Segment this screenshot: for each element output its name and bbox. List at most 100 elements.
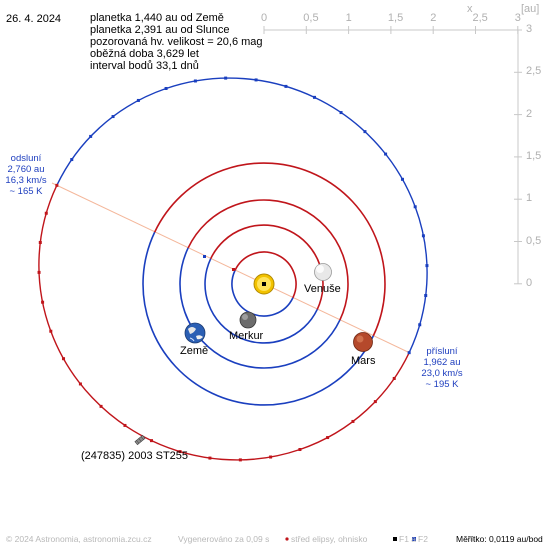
asteroid-orbit-points	[37, 76, 429, 462]
ellipse-center-marker	[232, 268, 235, 271]
mercury-icon	[239, 311, 257, 329]
legend-f1-square	[393, 537, 397, 541]
venus-label: Venuše	[304, 283, 341, 295]
x-tick-label: 2	[430, 12, 437, 24]
orbit-point-marker	[339, 111, 343, 115]
venus-icon	[314, 263, 332, 281]
orbit-point-marker	[326, 436, 330, 440]
footer-scale: Měřítko: 0,0119 au/bod	[456, 534, 543, 544]
x-tick-label: 0	[261, 12, 268, 24]
y-tick-label: 2,5	[526, 65, 542, 78]
asteroid-orbit	[38, 77, 428, 461]
info-line-magnitude: pozorovaná hv. velikost = 20,6 mag	[90, 36, 263, 48]
orbit-point-marker	[70, 158, 74, 162]
mars-icon	[353, 332, 373, 352]
earth-orbit-blue-half	[179, 247, 341, 369]
footer-copyright: © 2024 Astronomia, astronomia.zcu.cz	[6, 534, 152, 544]
apsis-line	[51, 182, 411, 354]
mars-orbit-red-half	[153, 162, 386, 337]
y-tick-label: 0,5	[526, 234, 542, 247]
focus-f2-marker	[203, 255, 206, 258]
orbit-point-marker	[99, 404, 103, 408]
y-tick-label: 3	[526, 23, 533, 35]
perihelion-speed: 23,0 km/s	[421, 368, 463, 379]
aphelion-speed: 16,3 km/s	[5, 175, 47, 186]
aphelion-title: odsluní	[10, 153, 42, 164]
info-line-earth-distance: planetka 1,440 au od Země	[90, 12, 224, 24]
earth-label: Země	[180, 345, 209, 357]
asteroid-info: planetka 1,440 au od Země planetka 2,391…	[90, 12, 263, 72]
orbit-point-marker	[111, 115, 115, 119]
x-axis-label: x	[467, 3, 473, 15]
y-tick-label: 0	[526, 276, 533, 289]
orbit-point-marker	[224, 76, 228, 80]
orbit-point-marker	[164, 86, 168, 90]
perihelion-distance: 1,962 au	[423, 357, 461, 368]
mars-orbit-blue-half	[142, 231, 375, 406]
orbit-point-marker	[392, 376, 396, 380]
earth-icon	[184, 322, 206, 344]
perihelion-label: přísluní 1,962 au 23,0 km/s ~ 195 K	[419, 346, 465, 390]
footer-f2: F2	[418, 534, 428, 544]
orbit-point-marker	[298, 448, 302, 452]
orbit-point-marker	[269, 455, 273, 459]
orbit-point-marker	[178, 450, 182, 454]
orbit-point-marker	[55, 183, 59, 187]
orbit-point-marker	[149, 439, 153, 443]
scale-axes	[263, 26, 522, 285]
orbit-point-marker	[123, 423, 127, 427]
orbit-point-marker	[193, 79, 197, 83]
orbit-point-marker	[424, 294, 428, 298]
orbit-point-marker	[49, 329, 53, 333]
asteroid-label: (247835) 2003 ST255	[81, 450, 189, 462]
orbit-point-marker	[421, 234, 425, 238]
x-tick-label: 2,5	[472, 12, 488, 24]
x-tick-label: 0,5	[303, 12, 319, 24]
orbit-point-marker	[238, 458, 242, 462]
orbit-point-marker	[37, 270, 41, 274]
mars-label: Mars	[351, 355, 376, 367]
legend-center-dot	[285, 537, 289, 541]
orbit-point-marker	[351, 419, 355, 423]
orbit-point-marker	[425, 264, 429, 268]
y-scale-ticks	[514, 29, 522, 285]
orbit-point-marker	[373, 400, 377, 404]
aphelion-distance: 2,760 au	[7, 164, 45, 175]
date-label: 26. 4. 2024	[6, 13, 62, 25]
orbit-point-marker	[78, 382, 82, 386]
x-tick-label: 1,5	[387, 12, 404, 24]
footer-center-legend: střed elipsy, ohnisko	[291, 534, 368, 544]
footer-generated: Vygenerováno za 0,09 s	[178, 534, 270, 544]
x-tick-label: 3	[514, 12, 521, 24]
mercury-label: Merkur	[229, 330, 264, 342]
legend-f2-square	[412, 537, 416, 541]
perihelion-temp: ~ 195 K	[425, 379, 459, 390]
orbit-point-marker	[418, 323, 422, 327]
perihelion-title: přísluní	[426, 346, 458, 357]
y-tick-label: 2	[526, 107, 533, 120]
mercury-orbit-red-half	[234, 251, 297, 299]
orbit-point-marker	[136, 98, 140, 102]
orbit-point-marker	[407, 351, 411, 355]
orbit-point-marker	[254, 78, 258, 82]
orbit-point-marker	[384, 152, 388, 156]
orbit-point-marker	[89, 134, 93, 138]
y-tick-label: 1,5	[526, 149, 542, 162]
orbit-point-marker	[38, 240, 42, 244]
asteroid-icon	[134, 434, 146, 446]
orbit-point-marker	[313, 95, 317, 99]
sun-icon	[253, 273, 275, 295]
orbit-point-marker	[363, 130, 367, 134]
venus-orbit-red-half	[209, 224, 324, 310]
footer-f1: F1 a	[399, 534, 417, 544]
orbit-point-marker	[41, 300, 45, 304]
info-line-sun-distance: planetka 2,391 au od Slunce	[90, 24, 230, 36]
orbit-point-marker	[44, 211, 48, 215]
aphelion-label: odsluní 2,760 au 16,3 km/s ~ 165 K	[4, 153, 48, 197]
legend-scale-swatch	[470, 536, 475, 541]
x-tick-label: 1	[345, 12, 352, 24]
unit-label: [au]	[521, 3, 540, 15]
info-line-period: oběžná doba 3,629 let	[90, 48, 199, 60]
